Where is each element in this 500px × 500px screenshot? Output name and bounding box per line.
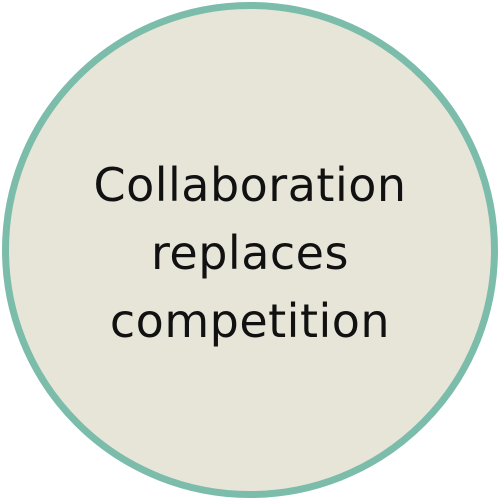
message-line-1: Collaboration <box>93 158 407 212</box>
badge-message: Collaboration replaces competition <box>93 145 406 355</box>
message-line-2: replaces <box>151 226 349 280</box>
message-line-3: competition <box>109 294 391 348</box>
